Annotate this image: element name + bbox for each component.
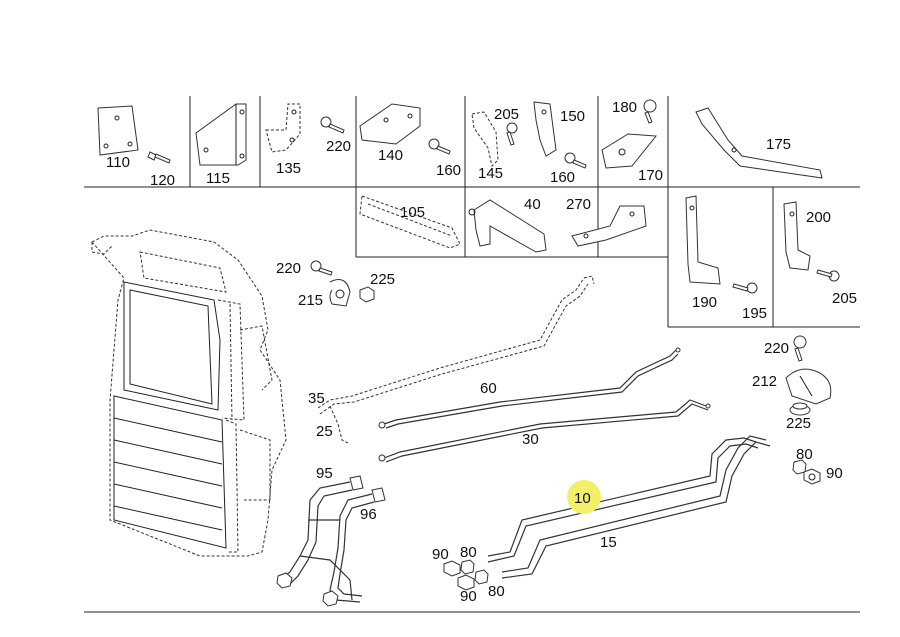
bolt-160 [428, 138, 451, 155]
pipe-35 [317, 275, 595, 445]
nut-90-right [803, 468, 821, 485]
nut-90-bottom-b [457, 574, 475, 591]
label-90-bottom-a: 90 [432, 546, 449, 563]
label-190: 190 [692, 294, 717, 311]
bracket-40 [468, 199, 547, 253]
nut-90-bottom-a [443, 560, 461, 577]
label-205-top: 205 [494, 106, 519, 123]
bracket-145 [471, 111, 499, 167]
label-225-mid: 225 [370, 271, 395, 288]
label-90-right: 90 [826, 465, 843, 482]
label-135: 135 [276, 160, 301, 177]
label-80-right: 80 [796, 446, 813, 463]
label-10: 10 [574, 490, 591, 507]
bolt-160-b [564, 152, 587, 169]
label-170: 170 [638, 167, 663, 184]
bracket-110 [97, 105, 139, 156]
radiator-assembly [91, 229, 287, 557]
clamp-212 [785, 368, 832, 405]
label-220-right: 220 [764, 340, 789, 357]
label-212: 212 [752, 373, 777, 390]
pipe-10 [487, 437, 759, 563]
hose-96 [329, 487, 386, 603]
hose-95 [279, 475, 364, 587]
bolt-220-right [793, 335, 807, 362]
clamp-215 [329, 279, 351, 307]
label-110: 110 [106, 154, 130, 171]
label-140: 140 [378, 147, 403, 164]
bolt-220-mid [310, 260, 333, 276]
label-40: 40 [524, 196, 541, 213]
fitting-80-bottom-b [474, 569, 489, 585]
label-15: 15 [600, 534, 617, 551]
label-120: 120 [150, 172, 175, 189]
bracket-115 [195, 103, 247, 166]
bolt-205 [506, 122, 518, 146]
parts-grid [84, 96, 860, 328]
nut-225 [359, 286, 375, 303]
fitting-80-bottom-a [460, 559, 475, 575]
bracket-150 [533, 101, 557, 157]
label-215: 215 [298, 292, 323, 309]
label-80-bottom-a: 80 [460, 544, 477, 561]
bolt-180 [643, 99, 657, 124]
label-195: 195 [742, 305, 767, 322]
label-96: 96 [360, 506, 377, 523]
label-205-b: 205 [832, 290, 857, 307]
bracket-175 [695, 107, 823, 179]
pipe-15 [501, 435, 771, 579]
bolt-195 [732, 282, 758, 294]
label-180: 180 [612, 99, 637, 116]
label-200: 200 [806, 209, 831, 226]
bracket-190 [685, 195, 721, 285]
label-160-a: 160 [436, 162, 461, 179]
label-270: 270 [566, 196, 591, 213]
label-175: 175 [766, 136, 791, 153]
label-150: 150 [560, 108, 585, 125]
pipe-30 [378, 399, 711, 463]
label-145: 145 [478, 165, 503, 182]
label-30: 30 [522, 431, 539, 448]
callout-highlight [567, 480, 601, 514]
bracket-135 [265, 103, 301, 153]
label-115: 115 [206, 170, 230, 187]
label-220-mid: 220 [276, 260, 301, 277]
label-25: 25 [316, 423, 333, 440]
label-80-bottom-b: 80 [488, 583, 505, 600]
label-160-b: 160 [550, 169, 575, 186]
bolt-220 [320, 116, 345, 134]
hose-fitting-bottom [276, 572, 339, 607]
bolt-120 [147, 151, 171, 164]
label-90-bottom-b: 90 [460, 588, 477, 605]
label-225-right: 225 [786, 415, 811, 432]
label-105: 105 [400, 204, 425, 221]
bracket-200 [783, 201, 811, 271]
hose-bridge-lower [299, 555, 353, 601]
bolt-205-b [816, 269, 840, 282]
grommet-225 [789, 402, 811, 416]
bracket-140 [359, 103, 421, 145]
label-35: 35 [308, 390, 325, 407]
label-60: 60 [480, 380, 497, 397]
label-95: 95 [316, 465, 333, 482]
bracket-170 [601, 133, 657, 169]
label-220-top: 220 [326, 138, 351, 155]
pipe-60 [378, 347, 681, 429]
bracket-270 [571, 205, 647, 247]
